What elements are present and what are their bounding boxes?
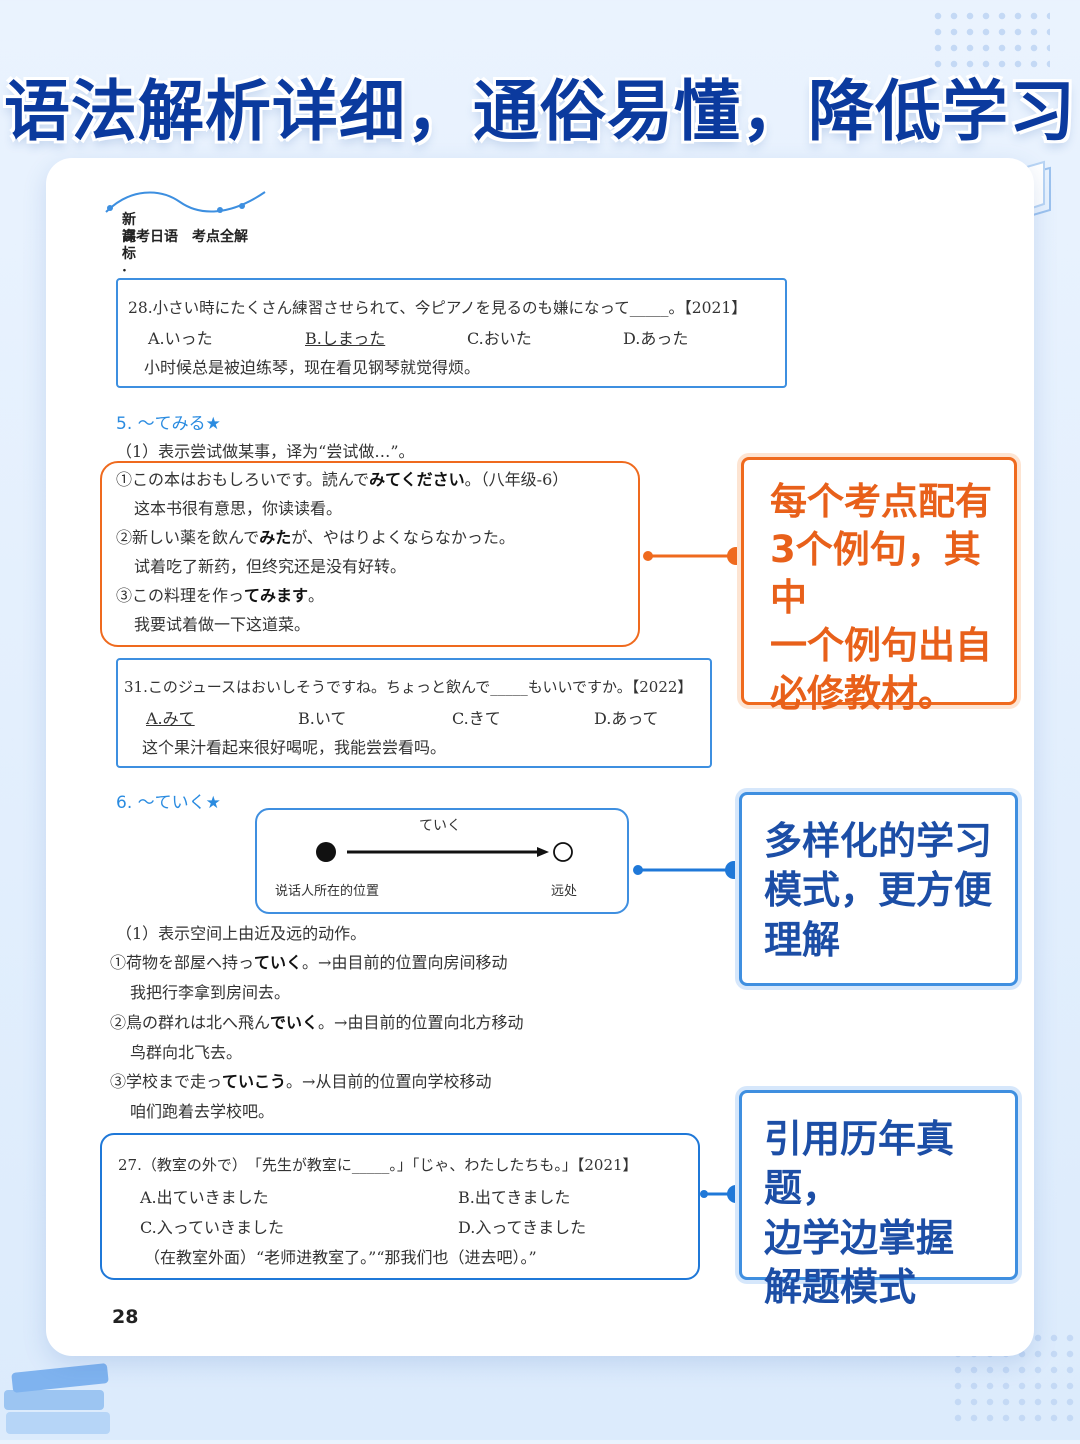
book-series-line2: 高考日语 考点全解 xyxy=(122,229,248,245)
callout-orange-line-2: 3个例句，其中 xyxy=(770,528,981,620)
question-31-option-d: D.あって xyxy=(594,709,659,728)
blue-connector-1 xyxy=(633,861,743,879)
question-27-option-d: D.入ってきました xyxy=(458,1218,587,1237)
question-31-option-b: B.いて xyxy=(298,709,347,728)
section-6-example-1-cn: 我把行李拿到房间去。 xyxy=(130,983,291,1002)
question-28-option-a: A.いった xyxy=(148,329,213,348)
question-28-option-b: B.しまった xyxy=(305,329,386,348)
callout-learning-modes: 多样化的学习 模式，更方便 理解 xyxy=(739,792,1018,986)
diagram-left-label: 说话人所在的位置 xyxy=(275,884,380,899)
direction-diagram: ていく 说话人所在的位置 远处 xyxy=(255,808,629,914)
section-6-heading: 6. ～ていく★ xyxy=(116,793,221,813)
decor-dots-top-right xyxy=(930,8,1050,68)
callout-blue2-line-3: 解题模式 xyxy=(764,1265,917,1310)
section-5-examples-frame xyxy=(100,461,640,647)
question-27-stem: 27.（教室の外で） 「先生が教室に_____。」「じゃ、わたしたちも。」【20… xyxy=(118,1156,638,1174)
header-swoosh-icon xyxy=(105,191,266,213)
book-series-line1: 新课标· xyxy=(122,212,136,279)
section-5-example-1-cn: 这本书很有意思，你读读看。 xyxy=(134,499,343,518)
callout-blue2-line-2: 边学边掌握 xyxy=(764,1215,955,1260)
section-6-example-3-cn: 咱们跑着去学校吧。 xyxy=(130,1102,275,1121)
callout-blue1-line-3: 理解 xyxy=(764,917,841,962)
question-31-translation: 这个果汁看起来很好喝呢，我能尝尝看吗。 xyxy=(142,738,447,757)
callout-past-exams: 引用历年真题， 边学边掌握 解题模式 xyxy=(739,1090,1018,1309)
section-5-example-3-cn: 我要试着做一下这道菜。 xyxy=(134,615,311,634)
direction-arrow-icon xyxy=(316,842,573,862)
question-27-option-b: B.出てきました xyxy=(458,1188,571,1207)
section-5-example-2-cn: 试着吃了新药，但终究还是没有好转。 xyxy=(134,557,407,576)
section-6-usage: （1）表示空间上由近及远的动作。 xyxy=(116,924,367,943)
diagram-label: ていく xyxy=(419,818,461,834)
callout-orange-line-1: 每个考点配有 xyxy=(770,480,992,523)
section-6-example-3-jp: ③学校まで走っていこう。→从目前的位置向学校移动 xyxy=(110,1072,492,1091)
callout-blue1-line-1: 多样化的学习 xyxy=(764,819,993,863)
callout-blue1-line-2: 模式，更方便 xyxy=(764,868,993,913)
section-5-heading: 5. ～てみる★ xyxy=(116,414,221,434)
section-6-example-2-jp: ②鳥の群れは北へ飛んでいく。→由目前的位置向北方移动 xyxy=(110,1013,524,1032)
question-31-box xyxy=(116,658,712,768)
section-5-usage: （1）表示尝试做某事，译为“尝试做…”。 xyxy=(116,442,415,461)
question-28-stem: 28.小さい時にたくさん練習させられて、今ピアノを見るのも嫌になって_____。… xyxy=(128,299,747,317)
section-6-example-1-jp: ①荷物を部屋へ持っていく。→由目前的位置向房间移动 xyxy=(110,953,508,972)
question-27-translation: （在教室外面）“老师进教室了。”“那我们也（进去吧）。” xyxy=(144,1248,537,1267)
question-31-stem: 31.このジュースはおいしそうですね。ちょっと飲んで_____もいいですか。【2… xyxy=(124,678,693,696)
book-stack-icon xyxy=(0,1350,120,1444)
question-27-option-c: C.入っていきました xyxy=(140,1218,284,1237)
diagram-right-label: 远处 xyxy=(551,884,578,899)
section-5-example-2-jp: ②新しい薬を飲んでみたが、やはりよくならなかった。 xyxy=(116,528,515,547)
section-5-example-1-jp: ①この本はおもしろいです。読んでみてください。（八年级-6） xyxy=(116,470,569,489)
section-5-example-3-jp: ③この料理を作ってみます。 xyxy=(116,586,325,605)
page-number: 28 xyxy=(112,1306,139,1328)
callout-example-sentences: 每个考点配有 3个例句，其中 一个例句出自 必修教材。 xyxy=(741,457,1017,715)
question-27-option-a: A.出ていきました xyxy=(140,1188,269,1207)
question-28-option-d: D.あった xyxy=(623,329,689,348)
question-31-option-a: A.みて xyxy=(146,709,195,728)
section-6-example-2-cn: 鸟群向北飞去。 xyxy=(130,1043,243,1062)
callout-orange-line-4: 必修教材。 xyxy=(770,672,955,716)
question-28-option-c: C.おいた xyxy=(467,329,532,348)
orange-connector xyxy=(643,547,745,565)
question-31-option-c: C.きて xyxy=(452,709,501,728)
question-28-box xyxy=(116,278,787,388)
question-27-box xyxy=(100,1133,700,1280)
callout-orange-line-3: 一个例句出自 xyxy=(770,624,992,668)
callout-blue2-line-1: 引用历年真题， xyxy=(764,1117,955,1211)
question-28-translation: 小时候总是被迫练琴，现在看见钢琴就觉得烦。 xyxy=(144,358,481,377)
